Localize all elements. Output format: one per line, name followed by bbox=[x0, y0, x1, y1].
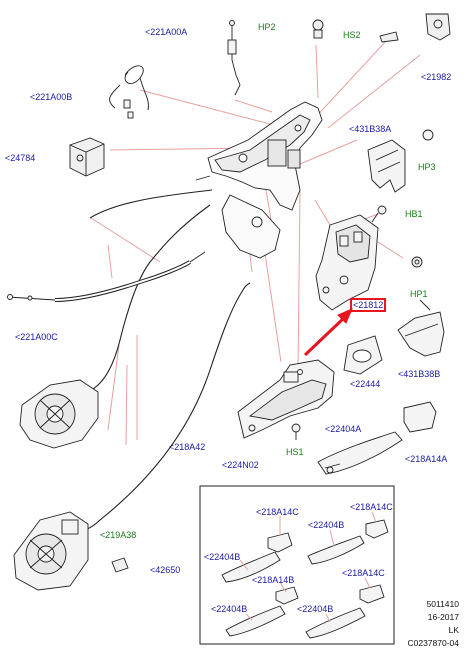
label-21812-highlighted[interactable]: <21812 bbox=[349, 298, 387, 312]
label-431B38B[interactable]: <431B38B bbox=[398, 369, 441, 379]
bracket-431B38A bbox=[367, 129, 434, 193]
outer-handle-22404A bbox=[317, 431, 403, 475]
label-HS2[interactable]: HS2 bbox=[343, 30, 361, 40]
label-HS1[interactable]: HS1 bbox=[286, 447, 304, 457]
info-line-2: 16-2017 bbox=[427, 612, 459, 622]
callout-arrow-icon bbox=[303, 308, 353, 357]
inset-label-218A14C-1[interactable]: <218A14C bbox=[256, 507, 299, 517]
rod-221A00A bbox=[227, 20, 241, 96]
inset-label-218A14B[interactable]: <218A14B bbox=[252, 575, 295, 585]
label-HP1[interactable]: HP1 bbox=[410, 289, 428, 299]
cable-221A00B bbox=[109, 65, 149, 119]
fasteners-top-right bbox=[312, 13, 451, 43]
label-21982[interactable]: <21982 bbox=[421, 72, 452, 82]
bolt-HB1 bbox=[371, 205, 387, 223]
label-22444[interactable]: <22444 bbox=[350, 379, 381, 389]
info-line-1: 5011410 bbox=[426, 599, 459, 609]
gasket-22444 bbox=[343, 335, 383, 375]
inset-label-218A14C-2[interactable]: <218A14C bbox=[350, 502, 393, 512]
actuator-24784 bbox=[69, 137, 105, 177]
label-HP3[interactable]: HP3 bbox=[418, 162, 436, 172]
inset-label-22404B-2[interactable]: <22404B bbox=[308, 520, 345, 530]
label-218A42[interactable]: <218A42 bbox=[169, 442, 206, 452]
door-latch-21812 bbox=[315, 214, 379, 311]
label-42650[interactable]: <42650 bbox=[150, 565, 181, 575]
label-22404A[interactable]: <22404A bbox=[325, 424, 362, 434]
info-line-3: LK bbox=[448, 625, 459, 635]
inset-label-218A14C-3[interactable]: <218A14C bbox=[342, 568, 385, 578]
inset-leaders bbox=[239, 511, 377, 623]
cable-221A00C bbox=[7, 251, 206, 302]
info-line-4: C0237870-04 bbox=[407, 638, 459, 648]
label-224N02[interactable]: <224N02 bbox=[222, 460, 259, 470]
cables bbox=[81, 189, 251, 531]
latch-42650 bbox=[13, 511, 89, 591]
handle-cap-218A14A bbox=[403, 401, 437, 433]
inset-label-22404B-1[interactable]: <22404B bbox=[204, 552, 241, 562]
label-221A00C[interactable]: <221A00C bbox=[15, 332, 58, 342]
screw-HS1 bbox=[291, 423, 301, 440]
inset-label-22404B-3[interactable]: <22404B bbox=[211, 604, 248, 614]
label-221A00B[interactable]: <221A00B bbox=[30, 92, 73, 102]
handle-carrier-224N02 bbox=[237, 359, 335, 439]
label-HP2[interactable]: HP2 bbox=[258, 22, 276, 32]
label-431B38A[interactable]: <431B38A bbox=[349, 124, 392, 134]
inset-handles bbox=[221, 519, 389, 639]
connector-219A38 bbox=[111, 557, 129, 573]
label-HB1[interactable]: HB1 bbox=[405, 209, 423, 219]
door-frame-carrier bbox=[195, 101, 323, 259]
label-221A00A[interactable]: <221A00A bbox=[145, 27, 188, 37]
inset-label-22404B-4[interactable]: <22404B bbox=[297, 604, 334, 614]
bracket-431B38B bbox=[397, 299, 445, 357]
inset-frame bbox=[199, 485, 395, 645]
rear-latch-actuator bbox=[19, 379, 99, 449]
label-218A14A[interactable]: <218A14A bbox=[405, 454, 448, 464]
clip-HP1 bbox=[411, 256, 423, 268]
label-24784[interactable]: <24784 bbox=[5, 153, 36, 163]
label-219A38[interactable]: <219A38 bbox=[100, 530, 137, 540]
drawing-info-block: 5011410 16-2017 LK C0237870-04 bbox=[407, 598, 459, 650]
